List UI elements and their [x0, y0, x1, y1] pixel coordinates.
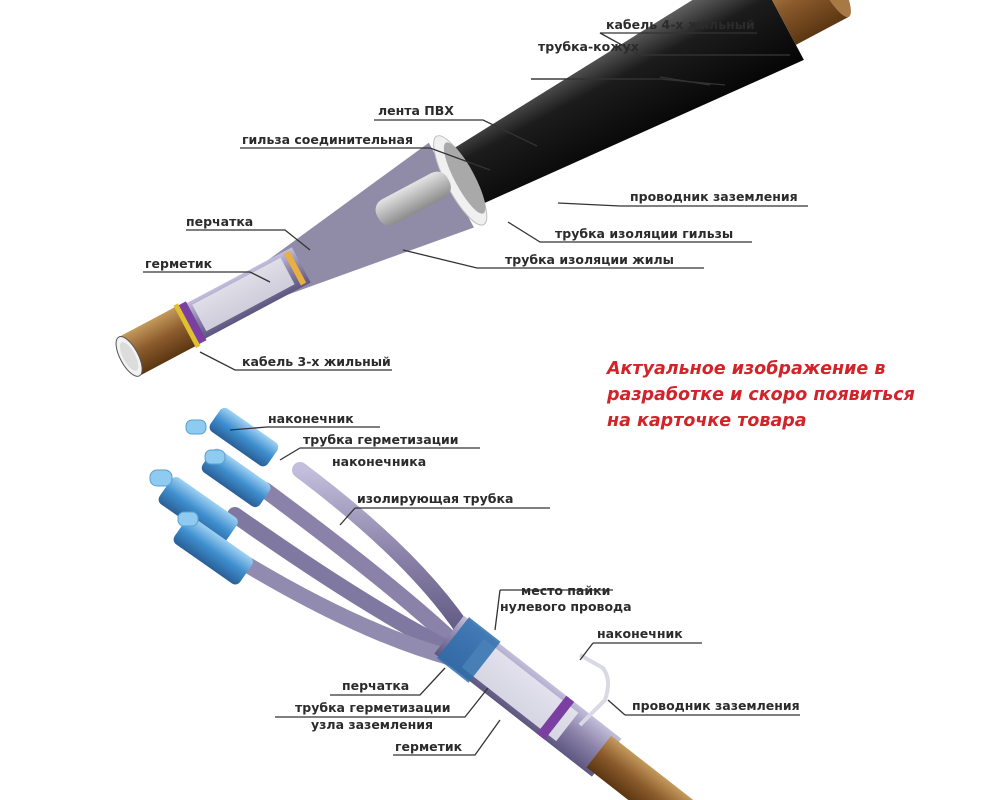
label-glove-top: перчатка [186, 214, 254, 229]
label-ground-sealing-tube-2: узла заземления [311, 717, 434, 732]
label-lug-top: наконечник [268, 411, 354, 426]
label-sealant-bottom: герметик [395, 739, 463, 754]
notice-line-3: на карточке товара [607, 411, 807, 431]
label-neutral-solder-1: место пайки [521, 583, 611, 598]
label-sleeve-tube: трубка-кожух [538, 39, 639, 54]
label-core-insulation-tube: трубка изоляции жилы [505, 252, 674, 267]
notice-line-1: Актуальное изображение в [607, 359, 886, 379]
label-pvc-tape: лента ПВХ [378, 103, 454, 118]
label-sealant-top: герметик [145, 256, 213, 271]
label-ground-conductor-top: проводник заземления [630, 189, 798, 204]
label-neutral-solder-2: нулевого провода [500, 599, 632, 614]
notice-text: Актуальное изображение в разработке и ск… [607, 356, 987, 434]
label-ground-sealing-tube-1: трубка герметизации [295, 700, 451, 715]
label-insulating-tube: изолирующая трубка [357, 491, 514, 506]
label-cable-3core: кабель 3-х жильный [242, 354, 391, 369]
label-lug-sealing-tube-2: наконечника [332, 454, 427, 469]
label-sleeve-insulation-tube: трубка изоляции гильзы [555, 226, 734, 241]
label-lug-ground: наконечник [597, 626, 683, 641]
leader-lines [143, 32, 808, 756]
label-lug-sealing-tube-1: трубка герметизации [303, 432, 459, 447]
bottom-termination-illustration [149, 407, 698, 800]
label-ground-conductor-bottom: проводник заземления [632, 698, 800, 713]
notice-line-2: разработке и скоро появиться [607, 385, 915, 405]
label-glove-bottom: перчатка [342, 678, 410, 693]
label-connector-sleeve: гильза соединительная [242, 132, 414, 147]
label-cable-4core: кабель 4-х жильный [606, 17, 755, 32]
top-joint-illustration [115, 0, 851, 377]
